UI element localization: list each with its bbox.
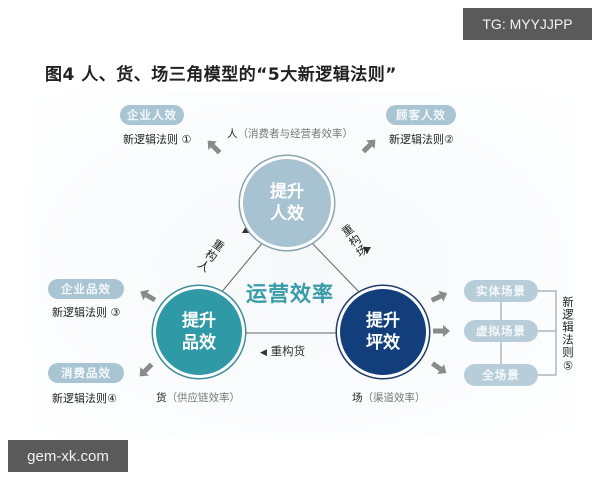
pill-enterprise-people-efficiency: 企业人效 — [120, 105, 184, 125]
goods-caption: 货（供应链效率） — [156, 390, 240, 405]
edge-line-left — [219, 240, 265, 295]
goods-caption-main: 货 — [156, 392, 167, 404]
pill-customer-people-efficiency: 顾客人效 — [386, 105, 456, 125]
triangle-left-icon: ◀ — [260, 348, 267, 358]
rule-label-5: 新逻辑法则⑤ — [561, 296, 575, 374]
people-caption: 人（消费者与经营者效率） — [227, 126, 353, 141]
node-people-efficiency: 提升 人效 — [243, 159, 331, 247]
arrow-icon-right-up — [430, 290, 448, 303]
node-place-efficiency: 提升 坪效 — [340, 289, 426, 375]
goods-caption-sub: （供应链效率） — [166, 392, 241, 404]
figure-title: 图4 人、货、场三角模型的“5大新逻辑法则” — [45, 65, 397, 85]
place-caption-main: 场 — [352, 392, 363, 404]
arrow-icon-down-left — [139, 362, 154, 377]
arrow-icon-left-up — [140, 289, 157, 303]
people-caption-sub: （消费者与经营者效率） — [237, 128, 354, 140]
node-place-line1: 提升 — [366, 311, 400, 331]
people-caption-main: 人 — [227, 128, 238, 140]
pill-consumer-goods-efficiency: 消费品效 — [48, 363, 124, 383]
pill-omni-scene: 全场景 — [464, 364, 538, 386]
node-place-line2: 坪效 — [366, 333, 400, 353]
edge-label-reconstruct-goods: ◀ 重构货 — [260, 343, 305, 359]
edge-line-right — [309, 240, 362, 295]
arrow-icon-up-left — [207, 140, 222, 155]
triangle-icon-up — [242, 226, 250, 233]
pill-virtual-scene: 虚拟场景 — [464, 320, 538, 342]
rule-label-1: 新逻辑法则 ① — [123, 133, 192, 146]
rule-label-3: 新逻辑法则 ③ — [52, 306, 121, 319]
center-label-operating-efficiency: 运营效率 — [246, 282, 334, 306]
place-caption-sub: （渠道效率） — [362, 392, 426, 404]
rule-label-2: 新逻辑法则② — [389, 133, 454, 146]
watermark-site: gem-xk.com — [8, 440, 128, 472]
place-caption: 场（渠道效率） — [352, 390, 426, 405]
edge-label-reconstruct-goods-text: 重构货 — [270, 344, 306, 358]
node-people-line1: 提升 — [270, 182, 304, 202]
rule-label-4: 新逻辑法则④ — [52, 392, 117, 405]
arrow-icon-right — [433, 325, 450, 337]
node-goods-efficiency: 提升 品效 — [156, 289, 242, 375]
pill-physical-scene: 实体场景 — [464, 280, 538, 302]
node-goods-line2: 品效 — [182, 333, 216, 353]
watermark-telegram: TG: MYYJJPP — [463, 8, 592, 40]
pill-enterprise-goods-efficiency: 企业品效 — [48, 279, 124, 299]
arrow-icon-up-right — [361, 139, 376, 154]
arrow-icon-right-down — [431, 361, 447, 375]
node-goods-line1: 提升 — [182, 311, 216, 331]
triangle-icon-down — [363, 247, 371, 254]
node-people-line2: 人效 — [270, 204, 304, 224]
